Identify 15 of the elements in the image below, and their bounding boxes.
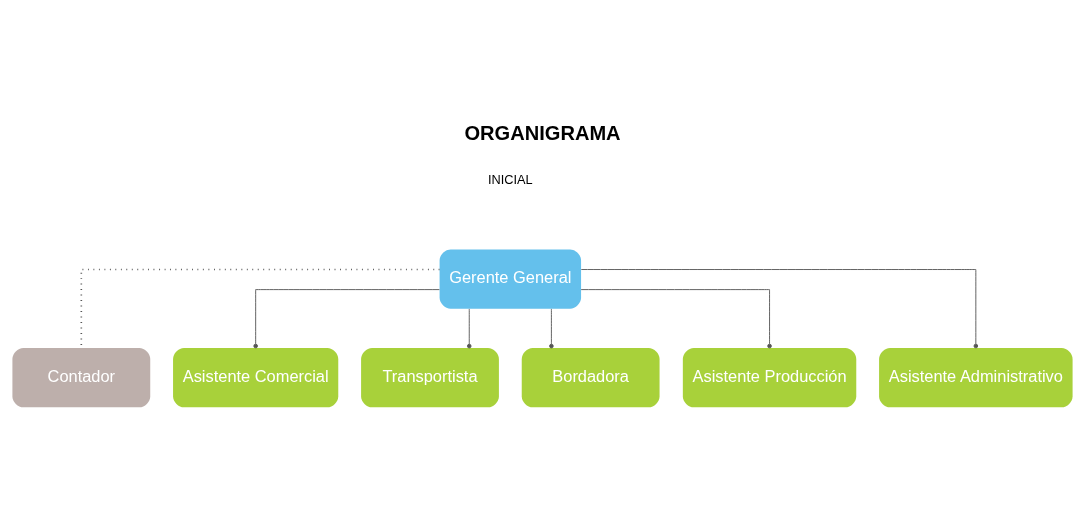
label: INICIAL	[487, 171, 533, 187]
node-box: Gerente General	[439, 249, 582, 309]
connector	[466, 308, 472, 349]
diagram-title: ORGANIGRAMA	[464, 122, 621, 145]
node-box: Contador	[12, 348, 151, 408]
node-box: Bordadora	[521, 348, 660, 408]
connector	[80, 268, 441, 349]
node-box: Asistente Producción	[682, 348, 857, 408]
connector	[580, 289, 772, 349]
connector	[253, 289, 440, 349]
connector	[580, 269, 979, 349]
node-box: Transportista	[361, 348, 499, 408]
connector	[549, 308, 554, 349]
node-box: Asistente Administrativo	[879, 348, 1073, 408]
node-box: Asistente Comercial	[173, 348, 339, 408]
